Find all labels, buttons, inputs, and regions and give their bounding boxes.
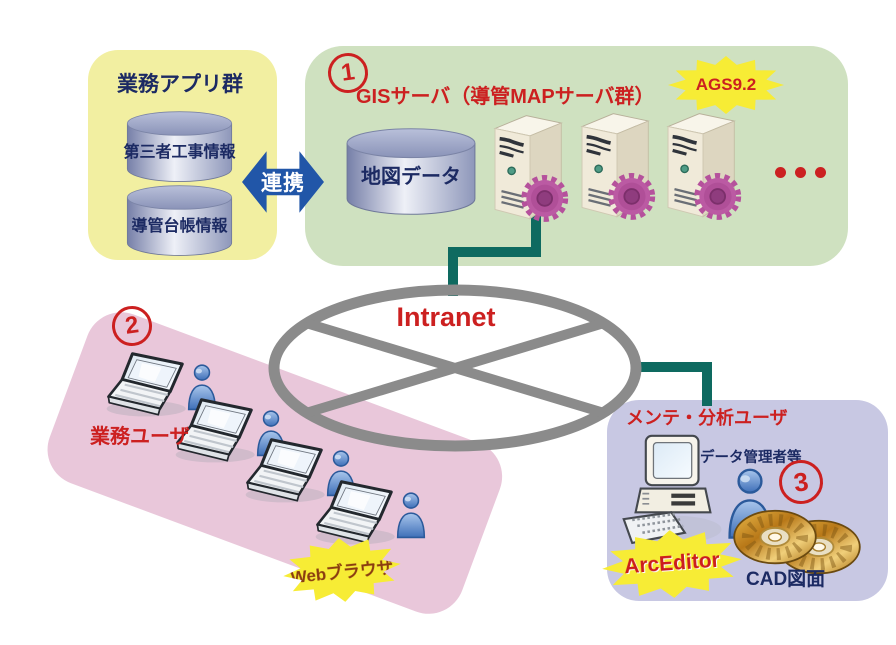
cd-icon: [728, 508, 822, 566]
gis-server-icon: [571, 108, 663, 226]
maintenance-users-title: メンテ・分析ユーザ: [626, 408, 788, 428]
user-icon: [395, 492, 427, 539]
more-servers-ellipsis-icon: [775, 167, 826, 178]
database-label: 導管台帳情報: [131, 218, 228, 235]
map-database-label: 地図データ: [361, 166, 461, 188]
workstation-icon: [622, 434, 724, 549]
cad-media-label: CAD図面: [746, 569, 826, 590]
laptop-icon: [312, 480, 407, 547]
business-app-title: 業務アプリ群: [117, 73, 243, 96]
gis-box-title: GISサーバ（導管MAPサーバ群）: [356, 86, 655, 108]
link-arrow-label: 連携: [261, 172, 305, 195]
intranet-label: Intranet: [396, 302, 496, 332]
business-users-label: 業務ユーザ: [90, 426, 190, 448]
gis-server-icon: [657, 108, 749, 226]
gis-server-icon: [484, 110, 576, 228]
role-label: データ管理者等: [700, 450, 802, 466]
database-label: 第三者工事情報: [123, 144, 236, 161]
